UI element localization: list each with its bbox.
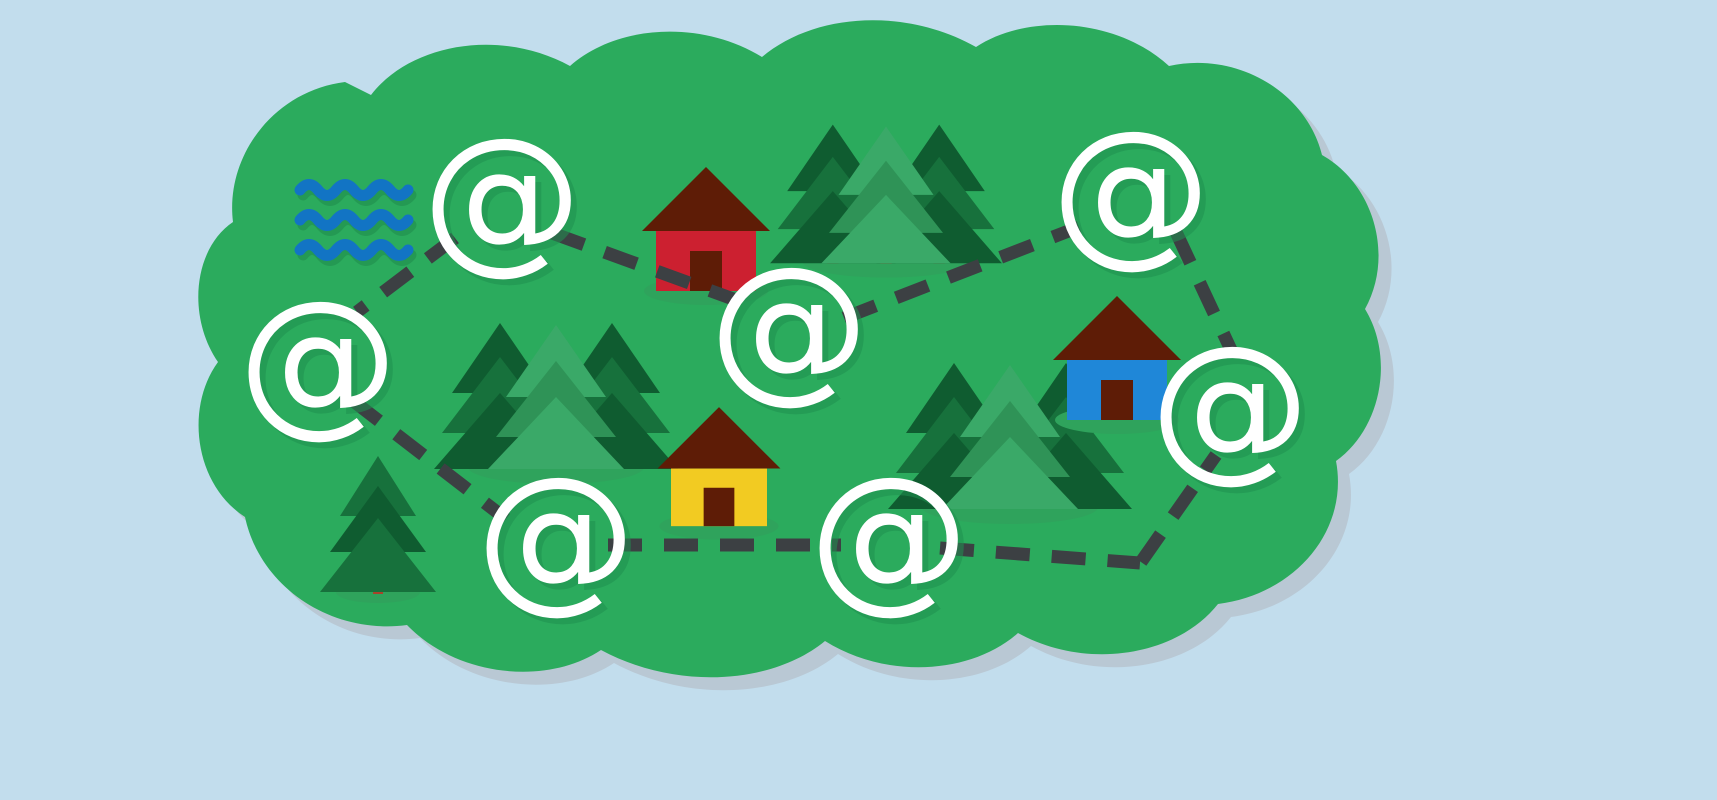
route-northwest-to-center <box>549 226 739 307</box>
marker-south[interactable]: @ @ <box>809 442 975 635</box>
marker-center-glyph: @ <box>709 232 869 419</box>
marker-southwest-shadow: @ <box>482 448 642 635</box>
marker-northeast-shadow: @ <box>1057 102 1217 289</box>
marker-southwest[interactable]: @ @ <box>476 442 642 635</box>
marker-west[interactable]: @ @ <box>238 266 404 459</box>
wave-line-3 <box>300 245 408 256</box>
route-northeast-to-east <box>1170 229 1238 355</box>
marker-south-shadow: @ <box>815 448 975 635</box>
marker-east-glyph: @ <box>1150 311 1310 498</box>
marker-southwest-glyph: @ <box>476 442 636 629</box>
marker-northeast-glyph: @ <box>1051 96 1211 283</box>
house-yellow <box>657 407 781 540</box>
route-south-to-corner <box>939 541 1141 570</box>
marker-center-shadow: @ <box>715 238 875 425</box>
marker-south-glyph: @ <box>809 442 969 629</box>
marker-east[interactable]: @ @ <box>1150 311 1316 504</box>
marker-layer: @ @ @ @ @ @ @ @ @ @ @ @ <box>238 96 1316 635</box>
marker-center[interactable]: @ @ <box>709 232 875 425</box>
route-center-to-northeast <box>841 220 1082 325</box>
house-blue <box>1053 296 1181 434</box>
marker-west-shadow: @ <box>244 272 404 459</box>
wave-line-1 <box>300 185 408 196</box>
marker-northeast[interactable]: @ @ <box>1051 96 1217 289</box>
route-west-to-southwest <box>348 394 510 525</box>
route-network <box>348 220 1238 570</box>
wave-line-2 <box>300 215 408 226</box>
marker-northwest[interactable]: @ @ <box>422 103 588 296</box>
water-waves-icon <box>300 185 411 261</box>
marker-northwest-glyph: @ <box>422 103 582 290</box>
route-corner-to-east <box>1135 451 1222 566</box>
marker-northwest-shadow: @ <box>428 109 588 296</box>
route-northwest-to-west <box>353 232 459 318</box>
marker-west-glyph: @ <box>238 266 398 453</box>
marker-east-shadow: @ <box>1156 317 1316 504</box>
